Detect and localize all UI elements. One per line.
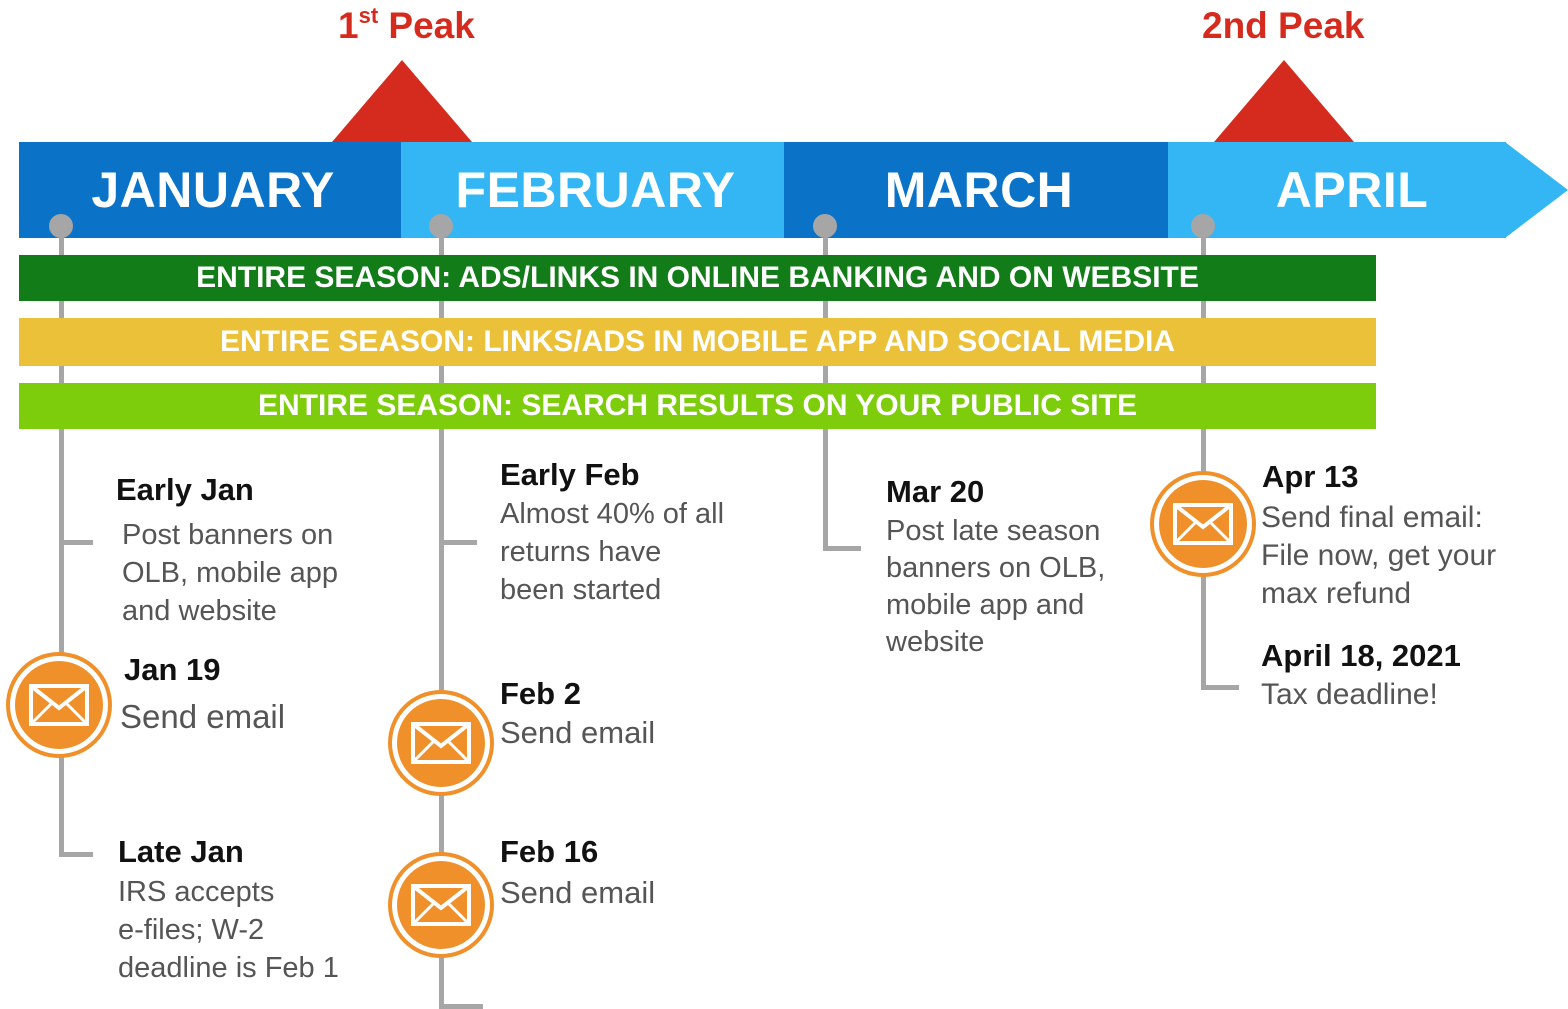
mar-20-text: Post late season banners on OLB, mobile …	[886, 513, 1105, 661]
late-jan-text: IRS accepts e-files; W-2 deadline is Feb…	[118, 873, 339, 987]
band-mobile-social: ENTIRE SEASON: LINKS/ADS IN MOBILE APP A…	[19, 318, 1376, 366]
jan-19-email-icon	[15, 661, 103, 749]
first-peak-marker	[332, 60, 472, 142]
first-peak-label: 1st Peak	[338, 3, 475, 47]
mar-20-line: website	[886, 626, 985, 658]
late-jan-tick	[59, 852, 93, 857]
apr-13-line: max refund	[1261, 577, 1412, 610]
feb-16-email-icon	[397, 861, 485, 949]
feb-2-text: Send email	[500, 715, 656, 750]
early-jan-text: Post banners on OLB, mobile app and webs…	[122, 516, 338, 630]
month-march: MARCH	[784, 142, 1168, 238]
late-jan-line: IRS accepts	[118, 876, 275, 908]
apr-13-title: Apr 13	[1262, 459, 1359, 494]
march-dot	[813, 214, 837, 238]
apr-18-title: April 18, 2021	[1261, 638, 1461, 673]
first-peak-text: Peak	[388, 5, 475, 46]
early-feb-line: returns have	[500, 536, 662, 568]
mar-20-line: Post late season	[886, 515, 1101, 547]
early-feb-title: Early Feb	[500, 457, 640, 492]
apr-13-text: Send final email: File now, get your max…	[1261, 499, 1496, 613]
month-february-label: FEBRUARY	[455, 162, 736, 218]
jan-19-title: Jan 19	[124, 652, 221, 687]
timeline-arrowhead	[1505, 142, 1568, 238]
feb-16-title: Feb 16	[500, 834, 599, 869]
late-jan-line: deadline is Feb 1	[118, 952, 339, 984]
month-april: APRIL	[1168, 142, 1506, 238]
apr-13-line: File now, get your	[1261, 539, 1497, 572]
mar-20-line: mobile app and	[886, 589, 1085, 621]
mar-20-line: banners on OLB,	[886, 552, 1106, 584]
second-peak-marker	[1214, 60, 1354, 142]
apr-18-text: Tax deadline!	[1261, 678, 1438, 711]
early-jan-line: Post banners on	[122, 519, 334, 551]
late-jan-title: Late Jan	[118, 834, 244, 869]
month-january-label: JANUARY	[91, 162, 335, 218]
early-feb-line: been started	[500, 574, 662, 606]
first-peak-ordinal-suffix: st	[358, 3, 379, 28]
month-january: JANUARY	[19, 142, 401, 238]
feb-end-tick	[439, 1004, 483, 1009]
february-dot	[429, 214, 453, 238]
apr-13-line: Send final email:	[1261, 501, 1483, 534]
early-jan-line: and website	[122, 595, 277, 627]
january-dot	[49, 214, 73, 238]
mar-20-title: Mar 20	[886, 474, 985, 509]
feb-16-text: Send email	[500, 875, 656, 910]
early-feb-text: Almost 40% of all returns have been star…	[500, 495, 724, 609]
second-peak-label: 2nd Peak	[1202, 5, 1365, 46]
early-jan-line: OLB, mobile app	[122, 557, 339, 589]
first-peak-ordinal: 1	[338, 5, 359, 46]
apr-13-email-icon	[1159, 480, 1247, 568]
april-dot	[1191, 214, 1215, 238]
late-jan-line: e-files; W-2	[118, 914, 265, 946]
early-feb-line: Almost 40% of all	[500, 498, 725, 530]
month-february: FEBRUARY	[401, 142, 784, 238]
april-connector	[1201, 226, 1206, 688]
early-feb-tick	[439, 540, 477, 545]
feb-2-title: Feb 2	[500, 676, 581, 711]
february-connector	[439, 226, 444, 1009]
jan-19-text: Send email	[120, 698, 286, 735]
early-jan-tick	[59, 540, 93, 545]
month-march-label: MARCH	[884, 162, 1074, 218]
month-april-label: APRIL	[1275, 162, 1429, 218]
apr-18-tick	[1201, 685, 1239, 690]
early-jan-title: Early Jan	[116, 472, 254, 507]
band-online-banking: ENTIRE SEASON: ADS/LINKS IN ONLINE BANKI…	[19, 255, 1376, 301]
mar-20-tick	[823, 546, 861, 551]
feb-2-email-icon	[397, 699, 485, 787]
band-search-results: ENTIRE SEASON: SEARCH RESULTS ON YOUR PU…	[19, 383, 1376, 429]
